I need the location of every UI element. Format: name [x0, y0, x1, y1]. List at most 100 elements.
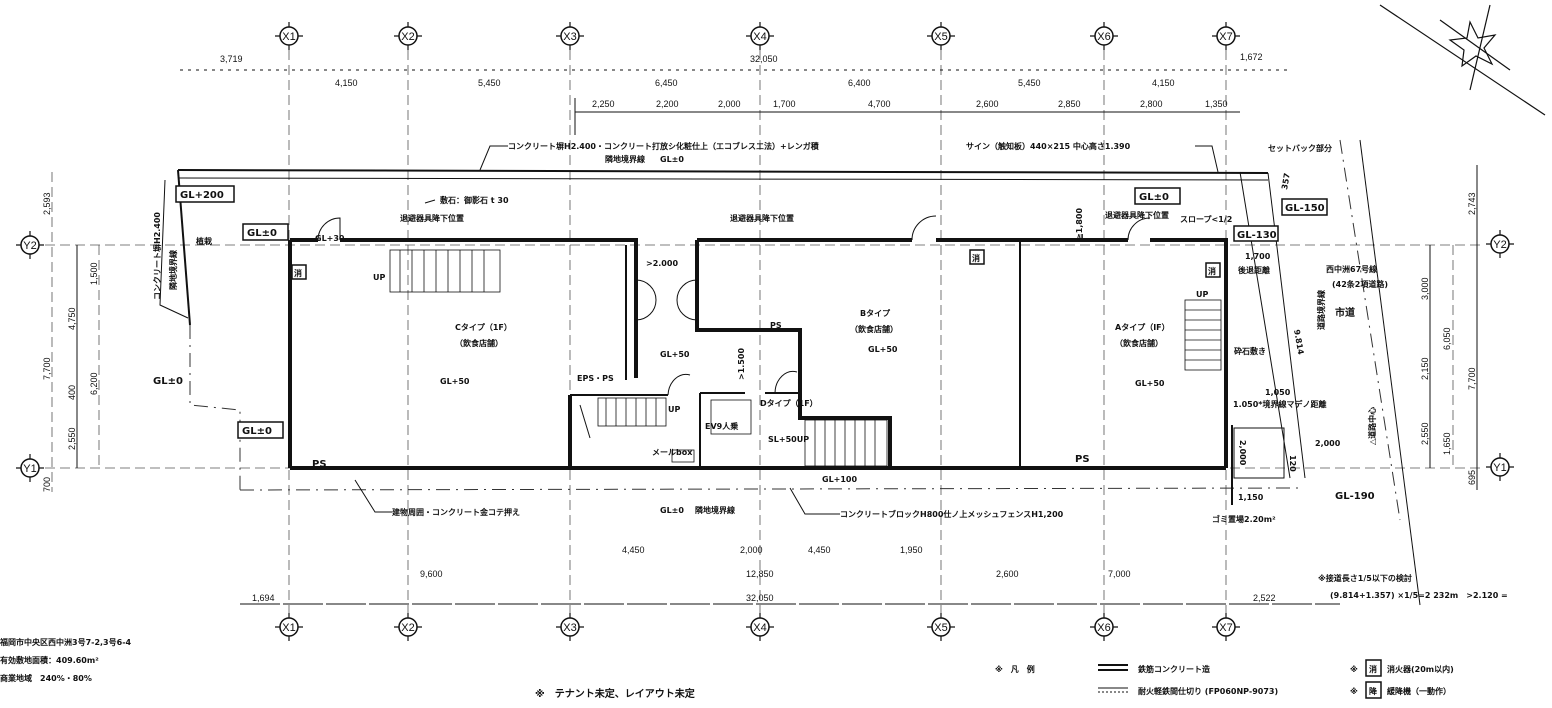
label: 2,600	[996, 569, 1019, 579]
site-boundary	[159, 139, 1421, 606]
dim: 1,350	[1205, 99, 1228, 109]
label: (42条2項道路)	[1332, 279, 1388, 289]
label: 9,600	[420, 569, 443, 579]
grid-bubbles-y: Y2 Y1 Y2 Y1	[16, 230, 1514, 482]
label: サイン（触知板）440×215 中心高さ1.390	[966, 141, 1131, 151]
descender-icon: 降	[1369, 686, 1378, 696]
label: ※接道長さ1/5以下の検討	[1318, 573, 1412, 583]
label: 1,500	[89, 262, 99, 285]
room-a-use: （飲食店舗）	[1115, 338, 1163, 348]
label: ゴミ置場2.20m²	[1212, 514, 1276, 524]
annotations: コンクリート塀H2.400・コンクリート打放シ化粧仕上（エコブレスエ法）+レンガ…	[152, 141, 1388, 524]
room-a-gl: GL+50	[1135, 379, 1165, 388]
label: 鉄筋コンクリート造	[1138, 664, 1210, 674]
label: 隣地境界線	[695, 505, 735, 515]
grid-bubble-x5: X5	[927, 22, 955, 50]
dim: 2,200	[656, 99, 679, 109]
label: X3	[563, 31, 576, 43]
label: 隣地境界線	[168, 250, 178, 290]
label: 2,150	[1420, 357, 1430, 380]
grid-bubble-x2: X2	[394, 613, 422, 641]
label: 7,700	[42, 357, 52, 380]
label: 退避器具降下位置	[730, 213, 794, 223]
label: 隣地境界線	[605, 154, 645, 164]
grid-bubble-x3: X3	[556, 22, 584, 50]
tenant-note: ※ テナント未定、レイアウト未定	[535, 687, 695, 700]
room-b-gl: GL+50	[868, 345, 898, 354]
dim: 1,700	[773, 99, 796, 109]
grid-bubble-y2-right: Y2	[1486, 230, 1514, 258]
label: GL-130	[1237, 230, 1277, 241]
grid-bubble-x4: X4	[746, 22, 774, 50]
dim: 2,800	[1140, 99, 1163, 109]
label: GL+30	[315, 234, 345, 243]
grid-lines	[45, 50, 1485, 615]
grid-bubble-x5: X5	[927, 613, 955, 641]
label: GL±0	[660, 155, 684, 164]
eps-label: EPS・PS	[577, 374, 614, 383]
dim: 6,450	[655, 78, 678, 88]
label: 2,000	[1315, 439, 1341, 448]
corridor-min: >2.000	[646, 259, 678, 268]
label: 3,000	[1420, 277, 1430, 300]
label: GL-190	[1335, 491, 1375, 502]
up-label: UP	[1196, 290, 1208, 299]
dim-left-offset: 3,719	[220, 54, 243, 64]
ps-label: PS	[312, 459, 327, 470]
label: 敷石：御影石 t 30	[440, 195, 509, 205]
label: 2,000	[740, 545, 763, 555]
label: 後退距離	[1238, 265, 1270, 275]
label: 1,650	[1442, 432, 1452, 455]
label: スロープ<1/2	[1180, 214, 1232, 224]
label: X1	[282, 622, 295, 634]
north-arrow-icon	[1379, 4, 1546, 116]
room-d-gl: SL+50UP	[768, 435, 809, 444]
label: セットバック部分	[1268, 143, 1332, 153]
label: GL+200	[180, 190, 224, 201]
mailbox-label: メールbox	[652, 448, 693, 457]
label: 退避器具降下位置	[400, 213, 464, 223]
label: 4,450	[622, 545, 645, 555]
left-dimensions: 2,593 7,700 4,750 1,500 400 6,200 2,550 …	[42, 172, 100, 492]
label: 400	[67, 385, 77, 400]
bottom-dimensions: 4,450 2,000 4,450 1,950 9,600 12,850 2,6…	[240, 545, 1340, 605]
label: コンクリート塀H2.400	[152, 212, 162, 300]
label: 2,550	[1420, 422, 1430, 445]
site-info: 福岡市中央区西中洲3号7-2,3号6-4 有効敷地面積：409.60m² 商業地…	[0, 637, 132, 683]
label: 2,522	[1253, 593, 1276, 603]
label: (9.814+1.357) ×1/5=2 232m >2.120 =	[1330, 591, 1508, 600]
label: 700	[42, 477, 52, 492]
label: GL±0	[660, 506, 684, 515]
grid-bubble-y1-left: Y1	[16, 454, 44, 482]
label: 12,850	[746, 569, 774, 579]
label: GL+100	[822, 475, 858, 484]
label: Y1	[23, 463, 36, 475]
dim-overall-top: 32,050	[750, 54, 778, 64]
extinguisher-icon: 消	[972, 253, 980, 263]
label: コンクリートブロックH800仕ノ上メッシュフェンスH1,200	[840, 509, 1064, 519]
room-a-name: Aタイプ（IF）	[1115, 322, 1170, 332]
room-c-name: Cタイプ（1F）	[455, 322, 512, 332]
label: GL±0	[153, 376, 183, 387]
room-labels: Cタイプ（1F） （飲食店舗） GL+50 Bタイプ （飲食店舗） GL+50 …	[440, 259, 1170, 457]
label: 2,550	[67, 427, 77, 450]
dim-right-offset: 1,672	[1240, 52, 1263, 62]
label: 2,000	[1238, 440, 1247, 466]
label: X7	[1219, 31, 1232, 43]
label: 1,694	[252, 593, 275, 603]
label: GL-150	[1285, 203, 1325, 214]
label: X2	[401, 622, 414, 634]
grid-bubble-y2-left: Y2	[16, 231, 44, 259]
label: 市道	[1335, 306, 1355, 319]
label: 福岡市中央区西中洲3号7-2,3号6-4	[0, 637, 132, 647]
right-dimensions: 2,743 3,000 6,050 7,700 2,150 2,550 1,65…	[1420, 165, 1478, 490]
label: 耐火軽鉄間仕切り (FP060NP-9073)	[1138, 686, 1278, 696]
label: コンクリート塀H2.400・コンクリート打放シ化粧仕上（エコブレスエ法）+レンガ…	[508, 141, 820, 151]
label: X6	[1097, 622, 1110, 634]
label: 7,700	[1467, 367, 1477, 390]
label: 1.050*境界線マデノ距離	[1233, 399, 1327, 409]
label: 120	[1288, 455, 1297, 472]
walls	[288, 238, 1233, 505]
room-c-gl: GL+50	[440, 377, 470, 386]
